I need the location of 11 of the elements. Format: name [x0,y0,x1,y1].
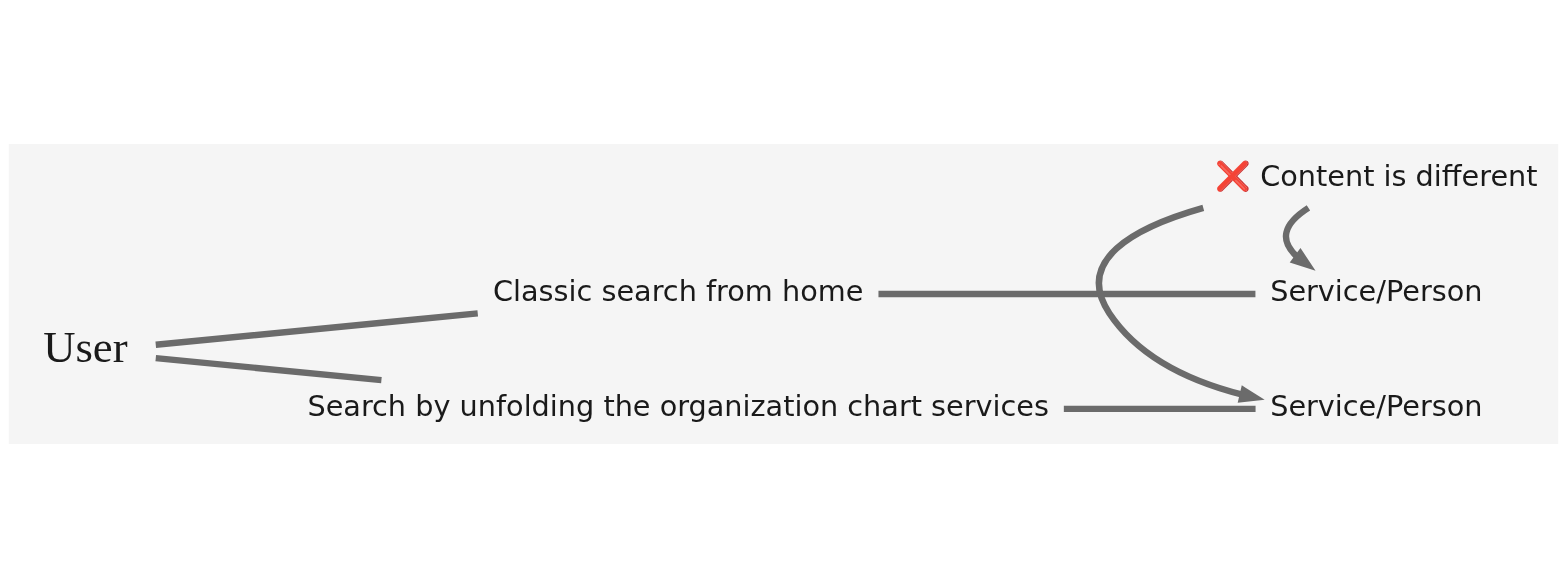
node-text: User [43,321,128,372]
node-text: Classic search from home [493,273,864,308]
connector [155,309,479,348]
node-text: ❌ Content is different [1215,158,1538,193]
connector [878,290,1256,297]
arrow [1096,204,1265,403]
node-text: Search by unfolding the organization chart services [307,388,1049,423]
node-text: Service/Person [1270,273,1483,308]
connector [1063,405,1256,412]
node-text: Service/Person [1270,388,1483,423]
connector [155,354,382,383]
